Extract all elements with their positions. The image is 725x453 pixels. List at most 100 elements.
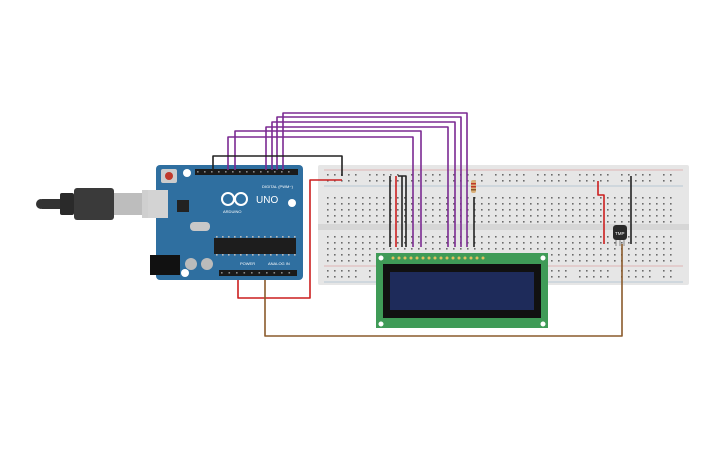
breadboard-hole [439,203,441,205]
breadboard-hole [607,215,609,217]
breadboard-hole [446,236,448,238]
breadboard-hole [642,236,644,238]
breadboard-hole [446,215,448,217]
breadboard-hole [397,197,399,199]
breadboard-hole [362,203,364,205]
power-header-label: POWER [240,261,255,266]
breadboard-hole [341,270,343,272]
breadboard-hole [341,236,343,238]
header-pin [211,171,213,173]
breadboard-hole [656,260,658,262]
breadboard-hole [383,180,385,182]
breadboard-hole [572,203,574,205]
breadboard-hole [551,197,553,199]
breadboard-hole [558,242,560,244]
breadboard-hole [348,180,350,182]
breadboard-hole [537,180,539,182]
breadboard-hole [502,221,504,223]
breadboard-hole [341,203,343,205]
lcd-pin [391,256,395,260]
breadboard-hole [341,197,343,199]
breadboard-hole [404,221,406,223]
header-pin [246,171,248,173]
breadboard-hole [432,197,434,199]
breadboard-hole [642,276,644,278]
breadboard-hole [614,242,616,244]
temperature-sensor[interactable]: TMP [613,225,627,246]
breadboard-hole [516,248,518,250]
breadboard-hole [600,242,602,244]
breadboard-hole [425,215,427,217]
lcd-pin [481,256,485,260]
breadboard-hole [362,197,364,199]
breadboard-hole [635,180,637,182]
breadboard-hole [663,276,665,278]
breadboard-hole [334,254,336,256]
breadboard-hole [635,254,637,256]
breadboard-hole [404,209,406,211]
breadboard-hole [411,203,413,205]
breadboard-hole [593,221,595,223]
breadboard-hole [579,221,581,223]
resistor[interactable] [471,180,476,193]
wire-purple [282,112,468,247]
breadboard-hole [411,209,413,211]
breadboard-hole [516,180,518,182]
lcd-pin [457,256,461,260]
breadboard-hole [376,180,378,182]
breadboard-hole [649,203,651,205]
breadboard-hole [635,215,637,217]
breadboard-hole [376,174,378,176]
breadboard-hole [523,248,525,250]
breadboard-hole [607,270,609,272]
breadboard-hole [670,248,672,250]
breadboard-hole [670,215,672,217]
breadboard-hole [432,209,434,211]
breadboard-hole [397,236,399,238]
breadboard-hole [383,215,385,217]
breadboard-hole [523,203,525,205]
breadboard-hole [327,197,329,199]
breadboard-hole [621,242,623,244]
chip-pin [288,236,290,238]
breadboard-hole [579,236,581,238]
breadboard-hole [411,221,413,223]
chip-pin [240,254,242,256]
breadboard-hole [530,203,532,205]
breadboard-hole [362,260,364,262]
breadboard-hole [600,174,602,176]
breadboard-hole [551,276,553,278]
wire-red [597,181,605,244]
usb-cable [36,188,162,220]
breadboard-hole [432,203,434,205]
breadboard-hole [670,174,672,176]
breadboard-hole [551,236,553,238]
header-pin [236,272,238,274]
breadboard-hole [369,242,371,244]
breadboard-hole [341,221,343,223]
breadboard-hole [341,242,343,244]
chip-pin [228,254,230,256]
arduino-uno-board[interactable]: DIGITAL (PWM~) ARDUINO UNO POWER ANALOG … [148,165,303,280]
breadboard-hole [516,197,518,199]
breadboard-hole [593,270,595,272]
breadboard-hole [369,248,371,250]
breadboard-hole [642,242,644,244]
breadboard-hole [439,221,441,223]
breadboard-hole [481,242,483,244]
breadboard-hole [432,242,434,244]
breadboard-hole [523,236,525,238]
lcd-pin [451,256,455,260]
breadboard-hole [593,180,595,182]
breadboard-hole [565,260,567,262]
breadboard-hole [425,242,427,244]
breadboard-hole [670,197,672,199]
breadboard-hole [341,209,343,211]
breadboard-hole [355,215,357,217]
breadboard-hole [495,180,497,182]
breadboard-hole [642,221,644,223]
lcd-16x2-display[interactable] [376,253,548,328]
breadboard-hole [369,260,371,262]
breadboard-hole [348,203,350,205]
breadboard-hole [432,236,434,238]
